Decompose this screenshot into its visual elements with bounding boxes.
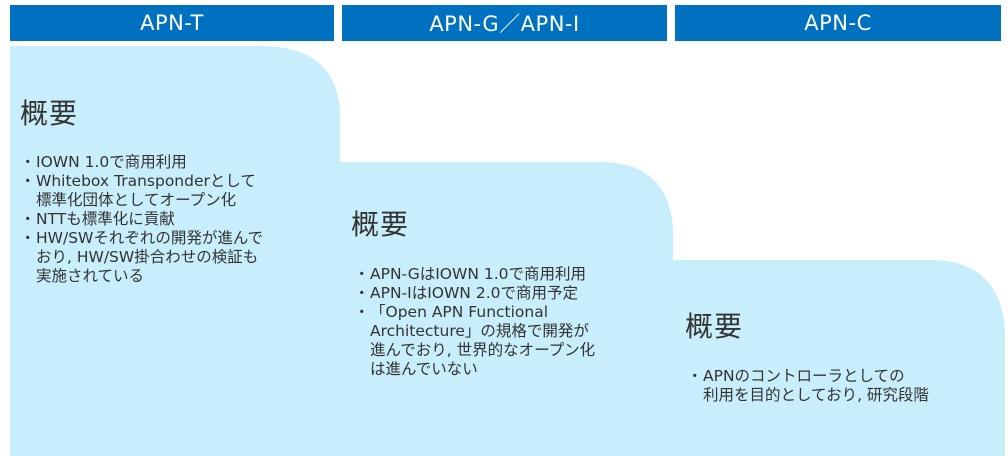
overview-heading-apn-t: 概要 — [20, 97, 79, 130]
column-header-apn-c: APN-C — [675, 5, 1001, 41]
list-item: APN-IはIOWN 2.0で商用予定 — [354, 284, 654, 303]
bullet-list-apn-g-i: APN-GはIOWN 1.0で商用利用 APN-IはIOWN 2.0で商用予定 … — [354, 265, 654, 379]
staircase-shape — [10, 46, 1005, 456]
list-item: 「Open APN Functional Architecture」の規格で開発… — [354, 303, 654, 379]
list-item: IOWN 1.0で商用利用 — [20, 153, 320, 172]
list-item: Whitebox Transponderとして 標準化団体としてオープン化 — [20, 172, 320, 210]
column-header-apn-t: APN-T — [10, 5, 334, 41]
column-header-apn-g-i: APN-G／APN-I — [342, 5, 667, 41]
bullet-list-apn-c: APNのコントローラとしての 利用を目的としており, 研究段階 — [687, 367, 997, 405]
column-header-label: APN-C — [804, 11, 872, 35]
list-item: NTTも標準化に貢献 — [20, 210, 320, 229]
list-item: HW/SWそれぞれの開発が進んで おり, HW/SW掛合わせの検証も 実施されて… — [20, 229, 320, 286]
list-item: APN-GはIOWN 1.0で商用利用 — [354, 265, 654, 284]
bullet-list-apn-t: IOWN 1.0で商用利用 Whitebox Transponderとして 標準… — [20, 153, 320, 286]
column-header-label: APN-G／APN-I — [429, 12, 580, 36]
list-item: APNのコントローラとしての 利用を目的としており, 研究段階 — [687, 367, 997, 405]
column-header-label: APN-T — [140, 11, 204, 35]
overview-heading-apn-c: 概要 — [685, 310, 744, 343]
overview-heading-apn-g-i: 概要 — [351, 208, 410, 241]
